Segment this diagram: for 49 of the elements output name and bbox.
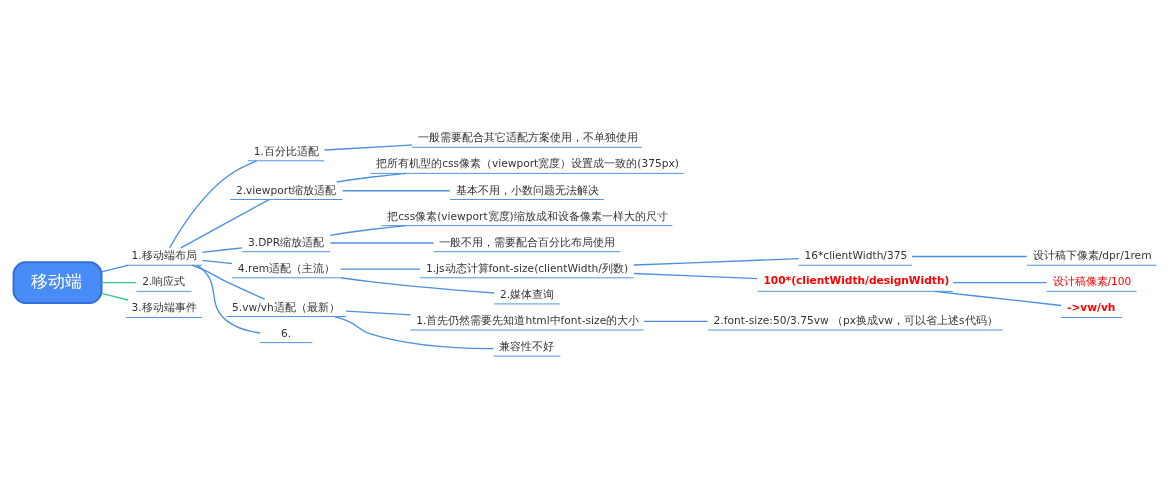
connector xyxy=(339,267,421,270)
node-text: 一般不用，需要配合百分比布局使用 xyxy=(439,235,616,249)
connector xyxy=(201,246,243,253)
connector xyxy=(329,224,407,236)
node-text: 3.DPR缩放适配 xyxy=(248,235,325,249)
connector xyxy=(336,172,407,183)
node-text: 5.vw/vh适配（最新） xyxy=(232,299,340,313)
node-text: 把css像素(viewport宽度)缩放成和设备像素一样大的尺寸 xyxy=(387,209,668,223)
node-box: 移动端 xyxy=(12,260,103,304)
node-text: 2.媒体查询 xyxy=(499,287,555,301)
node-text: 4.rem适配（主流） xyxy=(237,261,336,275)
node-text: 设计稿下像素/dpr/1rem xyxy=(1032,248,1152,262)
connector xyxy=(633,257,800,266)
node-text: 1.移动端布局 xyxy=(131,248,197,262)
node-text: 3.移动端事件 xyxy=(131,300,197,314)
connector xyxy=(643,320,709,322)
connector xyxy=(345,309,411,315)
node-text: 把所有机型的css像素（viewport宽度）设置成一致的(375px) xyxy=(376,156,679,170)
node-text: 2.font-size:50/3.75vw （px换成vw，可以省上述s代码） xyxy=(713,313,998,327)
node-text: 基本不用，小数问题无法解决 xyxy=(455,182,599,196)
connector xyxy=(196,264,261,334)
node-text: 2.viewport缩放适配 xyxy=(235,182,337,196)
connector xyxy=(100,281,137,283)
connector xyxy=(911,255,1028,257)
node-text: 设计稿像素/100 xyxy=(1052,274,1132,288)
connector xyxy=(329,241,435,244)
node-text: 兼容性不好 xyxy=(499,339,555,353)
connector xyxy=(933,290,1062,306)
connector xyxy=(633,272,759,279)
node-text: 100*(clientWidth/designWidth) xyxy=(763,273,950,287)
connector xyxy=(952,281,1048,283)
node-text: 6. xyxy=(280,326,292,340)
node-text: ->vw/vh xyxy=(1067,299,1116,313)
node-text: 1.首先仍然需要先知道html中font-size的大小 xyxy=(416,313,640,327)
connector xyxy=(100,264,129,273)
connector xyxy=(340,276,495,294)
connector xyxy=(201,259,233,264)
connector xyxy=(333,315,495,349)
connector xyxy=(191,264,266,300)
connector xyxy=(341,189,451,191)
node-text: 2.响应式 xyxy=(142,274,186,288)
connector xyxy=(100,292,129,301)
node-text: 一般需要配合其它适配方案使用，不单独使用 xyxy=(417,130,638,144)
node-text: 1.js动态计算font-size(clientWidth/列数) xyxy=(425,261,629,275)
node-text: 1.百分比适配 xyxy=(253,144,319,158)
connector xyxy=(180,198,270,248)
connector xyxy=(168,159,258,248)
node-text: 16*clientWidth/375 xyxy=(804,248,908,262)
connector xyxy=(323,143,413,151)
